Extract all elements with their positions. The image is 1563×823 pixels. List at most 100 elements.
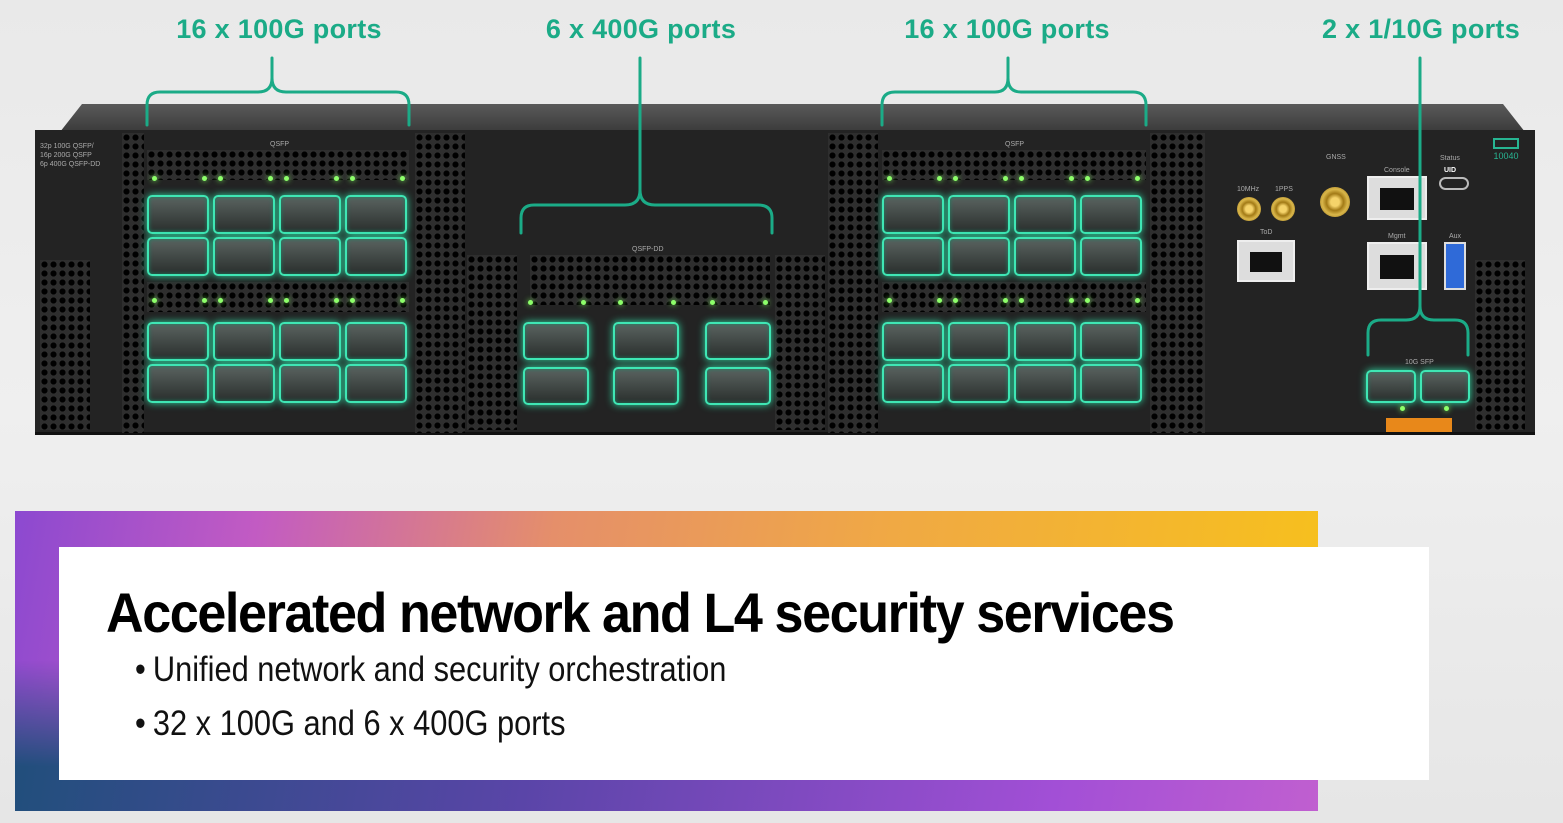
- usb-c-port: [1439, 177, 1469, 190]
- port-summary: 32p 100G QSFP/ 16p 200G QSFP 6p 400G QSF…: [40, 142, 100, 169]
- hpe-logo-icon: [1493, 138, 1519, 149]
- status-led: [284, 298, 289, 303]
- console-label: Console: [1384, 167, 1410, 174]
- status-led: [152, 298, 157, 303]
- vent-grille: [1475, 260, 1525, 430]
- qsfp-port: [345, 237, 407, 276]
- qsfp-port: [882, 322, 944, 361]
- tod-label: ToD: [1260, 229, 1273, 236]
- qsfp-dd-port: [705, 367, 771, 405]
- status-led: [528, 300, 533, 305]
- status-led: [350, 176, 355, 181]
- status-led: [1085, 176, 1090, 181]
- bracket-group2: [519, 56, 774, 235]
- qsfp-dd-port: [523, 367, 589, 405]
- status-led: [1069, 176, 1074, 181]
- status-led: [268, 298, 273, 303]
- qsfp-port: [279, 322, 341, 361]
- status-led: [937, 298, 942, 303]
- qsfp-port: [147, 195, 209, 234]
- qsfp-port: [948, 237, 1010, 276]
- hpe-logo: 10040: [1493, 138, 1519, 161]
- qsfp-port: [948, 364, 1010, 403]
- qsfp-port: [882, 364, 944, 403]
- bullet-item: 32 x 100G and 6 x 400G ports: [135, 704, 566, 744]
- qsfp-port: [948, 322, 1010, 361]
- qsfp-port: [1080, 195, 1142, 234]
- 1pps-label: 1PPS: [1275, 186, 1293, 193]
- qsfp-port: [882, 237, 944, 276]
- qsfp-label: QSFP: [270, 141, 290, 148]
- qsfp-port: [147, 364, 209, 403]
- status-label: Status: [1440, 155, 1460, 162]
- qsfp-port: [1080, 237, 1142, 276]
- qsfp-port: [345, 322, 407, 361]
- bullet-item: Unified network and security orchestrati…: [135, 650, 727, 690]
- sfp-label: 10G SFP: [1405, 359, 1434, 366]
- callout-group1-label: 16 x 100G ports: [176, 14, 382, 44]
- status-led: [350, 298, 355, 303]
- pull-tab: [1386, 418, 1452, 432]
- 10mhz-label: 10MHz: [1237, 186, 1260, 193]
- callout-brackets: [145, 56, 1470, 357]
- status-led: [1400, 406, 1405, 411]
- status-led: [710, 300, 715, 305]
- qsfp-dd-port: [613, 367, 679, 405]
- console-port: [1367, 176, 1427, 220]
- status-led: [218, 176, 223, 181]
- qsfp-port: [882, 195, 944, 234]
- 1pps-connector: [1271, 197, 1295, 221]
- status-led: [1019, 298, 1024, 303]
- status-led: [400, 176, 405, 181]
- status-led: [1003, 298, 1008, 303]
- qsfp-port: [147, 237, 209, 276]
- status-led: [1003, 176, 1008, 181]
- vent-grille: [882, 150, 1146, 180]
- qsfp-dd-port: [523, 322, 589, 360]
- vent-grille: [415, 133, 465, 433]
- qsfp-dd-label: QSFP-DD: [632, 246, 664, 253]
- status-led: [218, 298, 223, 303]
- qsfp-port: [147, 322, 209, 361]
- status-led: [400, 298, 405, 303]
- qsfp-port: [213, 237, 275, 276]
- status-led: [763, 300, 768, 305]
- qsfp-port: [279, 237, 341, 276]
- status-led: [268, 176, 273, 181]
- sfp-port: [1366, 370, 1416, 403]
- status-led: [1019, 176, 1024, 181]
- qsfp-dd-port: [613, 322, 679, 360]
- status-led: [581, 300, 586, 305]
- aux-usb-port: [1444, 242, 1466, 290]
- status-led: [202, 176, 207, 181]
- vent-grille: [1150, 133, 1205, 433]
- status-led: [334, 298, 339, 303]
- switch-top: [60, 104, 1525, 132]
- uid-label: UID: [1444, 167, 1457, 174]
- vent-grille: [467, 255, 517, 430]
- qsfp-port: [1014, 195, 1076, 234]
- qsfp-port: [279, 364, 341, 403]
- bracket-group4: [1366, 56, 1470, 357]
- qsfp-port: [1014, 237, 1076, 276]
- model-number: 10040: [1493, 151, 1519, 161]
- vent-grille: [530, 255, 770, 305]
- vent-grille: [147, 150, 409, 180]
- aux-label: Aux: [1449, 233, 1462, 240]
- slide-headline: Accelerated network and L4 security serv…: [106, 581, 1175, 644]
- callout-group3-label: 16 x 100G ports: [904, 14, 1110, 44]
- status-led: [937, 176, 942, 181]
- qsfp-port: [213, 195, 275, 234]
- qsfp-port: [1080, 364, 1142, 403]
- vent-grille: [775, 255, 825, 430]
- bracket-group3: [880, 56, 1148, 127]
- status-led: [1069, 298, 1074, 303]
- tod-port: [1237, 240, 1295, 282]
- gnss-label: GNSS: [1326, 154, 1346, 161]
- status-led: [1085, 298, 1090, 303]
- vent-grille: [40, 260, 90, 430]
- status-led: [202, 298, 207, 303]
- qsfp-port: [213, 322, 275, 361]
- status-led: [1135, 176, 1140, 181]
- qsfp-port: [213, 364, 275, 403]
